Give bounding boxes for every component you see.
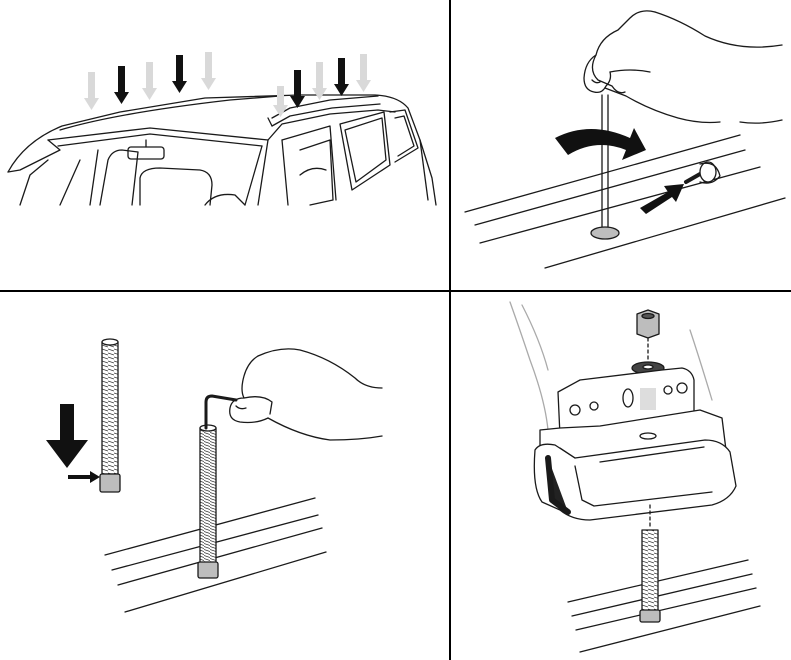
arrow-light-icon xyxy=(356,54,371,92)
arrow-light-icon xyxy=(312,62,327,100)
arrow-light-icon xyxy=(273,86,288,117)
panel-step-4 xyxy=(509,301,761,653)
mount-arrows-dark xyxy=(114,55,349,108)
arrow-light-icon xyxy=(84,72,99,110)
arrow-down-icon xyxy=(334,58,349,96)
insert-arrow-icon xyxy=(640,184,684,214)
panel-step-1 xyxy=(7,94,437,206)
mount-arrows-light xyxy=(84,52,371,117)
arrow-down-large-icon xyxy=(46,404,88,468)
arrow-light-icon xyxy=(201,52,216,90)
arrow-down-icon xyxy=(172,55,187,93)
panel-step-3 xyxy=(99,338,383,613)
arrow-down-icon xyxy=(290,70,305,108)
panel-step-2 xyxy=(464,10,786,269)
arrow-right-small-icon xyxy=(68,471,100,483)
arrow-down-icon xyxy=(114,66,129,104)
rotate-arrow-icon xyxy=(555,128,646,160)
arrow-light-icon xyxy=(142,62,157,100)
